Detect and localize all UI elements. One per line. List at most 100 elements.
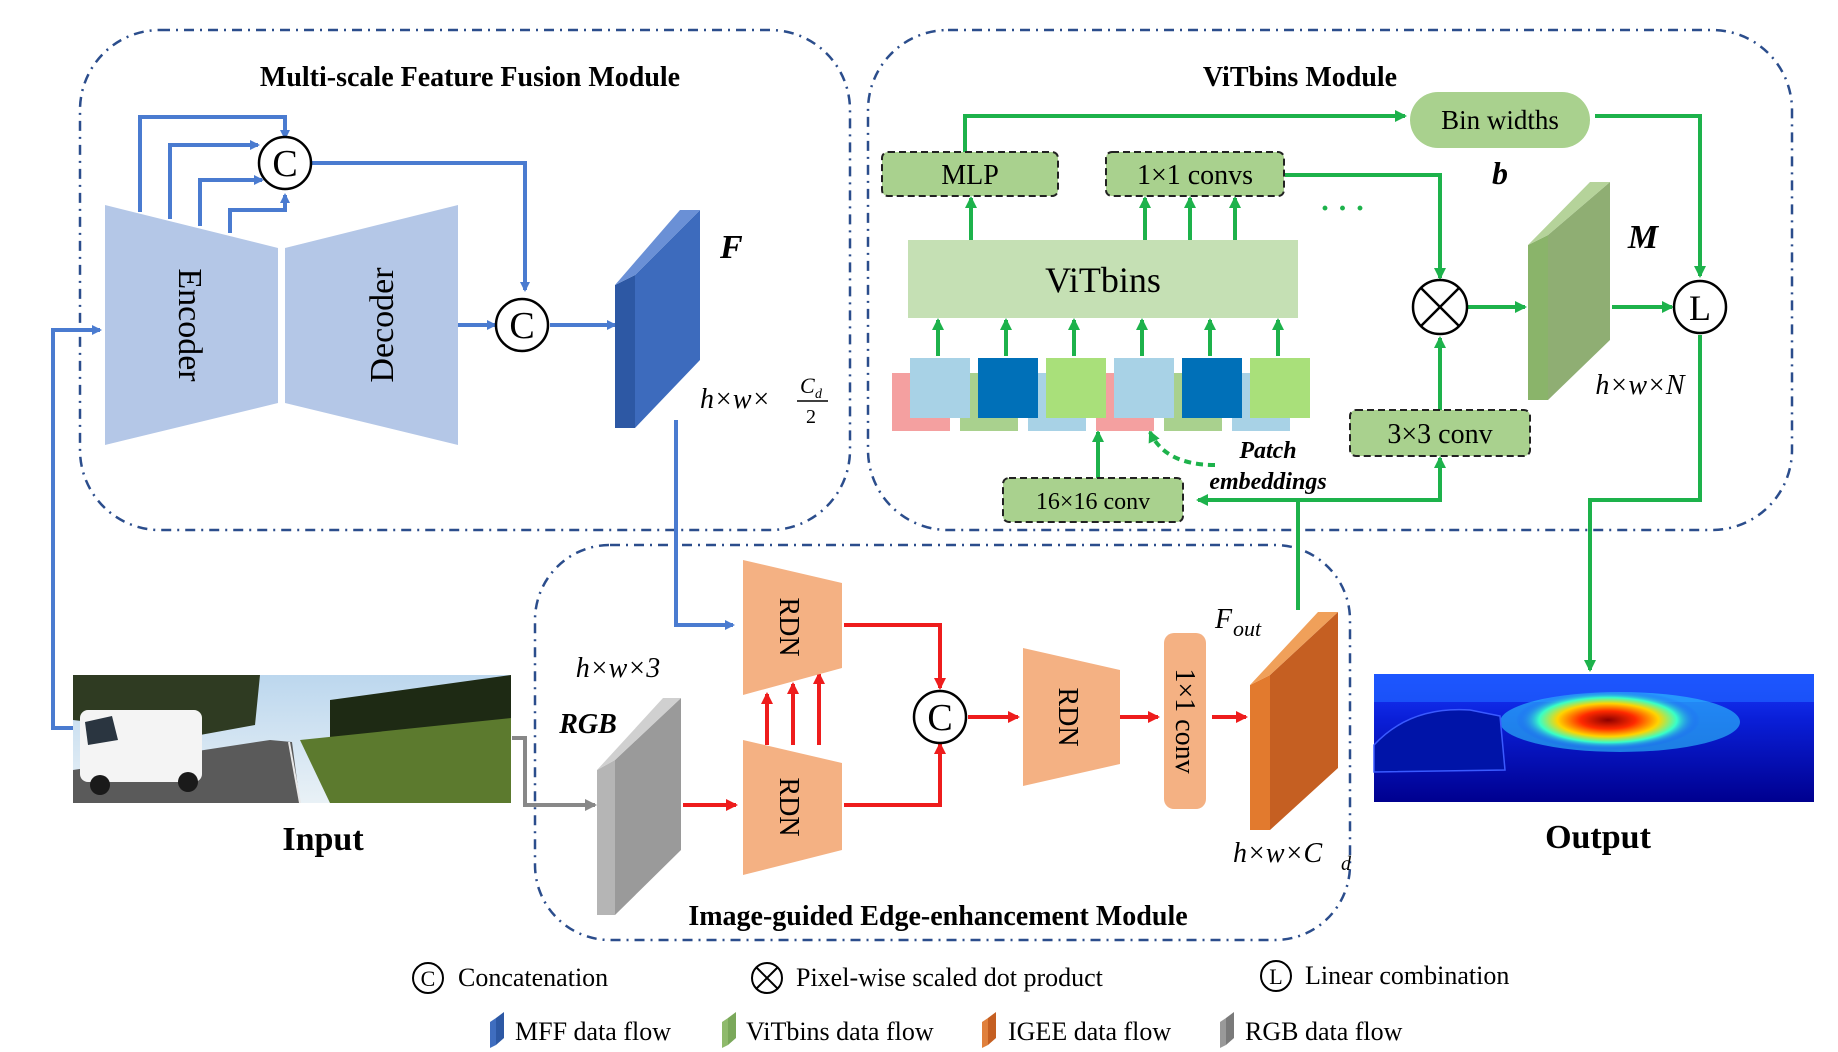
continuation-dots: · · · (1320, 192, 1365, 225)
output-van-silhouette (1373, 708, 1506, 773)
f-label: F (719, 229, 743, 266)
fout-dims-sub: d (1341, 853, 1352, 875)
concat-circle-1 (257, 135, 313, 191)
lin-to-output-arrow (1584, 335, 1702, 672)
rgb-label: RGB (558, 709, 617, 740)
legend-flow-rgb: RGB data flow (1220, 1012, 1403, 1048)
fout-block: F out h×w×C d (1214, 604, 1352, 875)
legend-concat-circle (412, 962, 444, 994)
conv-3x3-label: 3×3 conv (1387, 419, 1492, 450)
legend-concat: C Concatenation (412, 962, 608, 994)
concat-circle-3 (912, 689, 968, 745)
legend-flow-mff: MFF data flow (490, 1012, 671, 1048)
decoder-block: Decoder (285, 205, 458, 445)
rgb-block: h×w×3 RGB (558, 653, 681, 915)
f-frac-num: C (800, 373, 815, 398)
rdn1-shape (743, 560, 842, 695)
vitbins-module-title: ViTbins Module (1203, 62, 1397, 93)
legend-dot-text: Pixel-wise scaled dot product (796, 963, 1104, 992)
convs-1x1-label: 1×1 convs (1137, 160, 1253, 191)
legend-dot-cross-b (755, 966, 779, 990)
dot-cross-b (1420, 287, 1460, 327)
rdn-block-2: RDN (743, 740, 842, 875)
legend-concat-text: Concatenation (458, 963, 608, 992)
rdn2-shape (743, 740, 842, 875)
input-to-rgb-arrow (512, 736, 597, 811)
m-dims: h×w×N (1595, 370, 1685, 401)
m-top (1528, 182, 1610, 245)
lin-symbol: L (1689, 288, 1711, 328)
feature-block-f: F h×w× C d 2 (615, 210, 828, 428)
legend-flow-igee-swatch (982, 1018, 988, 1048)
patch-embeddings (892, 358, 1310, 431)
legend-lin-symbol: L (1269, 964, 1282, 989)
decoder-label: Decoder (364, 267, 401, 383)
input-van-wheel-2 (178, 772, 198, 792)
convs-1x1-box: 1×1 convs (1105, 151, 1285, 197)
f-front (615, 275, 635, 428)
skip-arrow-1 (138, 115, 290, 212)
dot-product-op (1411, 278, 1469, 336)
vitbins-transformer: ViTbins (908, 240, 1298, 318)
input-label: Input (282, 821, 364, 858)
rdn-block-3: RDN (1023, 648, 1120, 786)
legend-lin-circle (1260, 960, 1292, 992)
conv-16x16-box: 16×16 conv (1002, 477, 1184, 523)
concat-symbol-2: C (509, 305, 534, 347)
legend: C Concatenation Pixel-wise scaled dot pr… (412, 960, 1509, 1048)
rdn1-label: RDN (773, 597, 804, 656)
encoder-shape (105, 205, 278, 445)
skip-connections (51, 115, 735, 730)
legend-flow-vit-swatch (722, 1018, 728, 1048)
concat-circle-2 (494, 297, 550, 353)
patch-front-5 (1182, 358, 1242, 418)
encoder-block: Encoder (105, 205, 278, 445)
rdn1-to-concat3-arrow (844, 623, 946, 690)
legend-flow-vit-label: ViTbins data flow (746, 1017, 934, 1046)
b-label: b (1492, 155, 1508, 191)
input-van-window (85, 716, 118, 745)
patch-embed-pointer (1148, 430, 1216, 467)
patch-front-4 (1114, 358, 1174, 418)
fout-side (1270, 612, 1338, 830)
vitbins-module: ViTbins Module (866, 28, 1794, 532)
rgb-top (597, 698, 681, 770)
binwidths-label: Bin widths (1441, 105, 1559, 135)
conv-1x1-block: 1×1 conv (1164, 633, 1206, 809)
m-block: M h×w×N (1528, 182, 1686, 401)
f-side (635, 210, 700, 428)
skip-arrow-4 (228, 193, 290, 233)
convs-1x1-rect (1105, 151, 1285, 197)
output-label: Output (1545, 819, 1651, 856)
legend-flow-rgb-swatch (1220, 1018, 1226, 1048)
legend-dot: Pixel-wise scaled dot product (751, 962, 1104, 994)
f-dims: h×w× (700, 384, 770, 415)
legend-flow-igee: IGEE data flow (982, 1012, 1171, 1048)
legend-flow-mff-side (496, 1012, 504, 1045)
igee-module-title: Image-guided Edge-enhancement Module (688, 901, 1187, 932)
mff-module: Multi-scale Feature Fusion Module (78, 28, 852, 532)
input-to-encoder-arrow (51, 325, 102, 730)
fout-top (1250, 612, 1338, 685)
patch-front-6 (1250, 358, 1310, 418)
legend-flow-rgb-label: RGB data flow (1245, 1017, 1403, 1046)
concat1-to-concat2-arrow (312, 161, 530, 292)
input-grass (300, 718, 511, 803)
m-side (1548, 182, 1610, 400)
conv-1x1-label: 1×1 conv (1169, 668, 1200, 773)
patch-front-2 (978, 358, 1038, 418)
f-frac-num-sub: d (815, 387, 823, 402)
conv-3x3-box: 3×3 conv (1349, 409, 1531, 457)
rdn3-label: RDN (1052, 687, 1083, 746)
vitbins-label: ViTbins (1045, 260, 1161, 300)
concat-symbol-3: C (927, 697, 952, 739)
output-image: Output (1373, 674, 1814, 856)
convs-to-dot-arrow (1285, 173, 1446, 280)
rdn3-shape (1023, 648, 1120, 786)
concat-op-2: C (494, 297, 550, 353)
legend-lin: L Linear combination (1260, 960, 1509, 992)
vitbins-arrows (932, 110, 1706, 672)
patch-front-3 (1046, 358, 1106, 418)
legend-flow-mff-label: MFF data flow (515, 1017, 671, 1046)
